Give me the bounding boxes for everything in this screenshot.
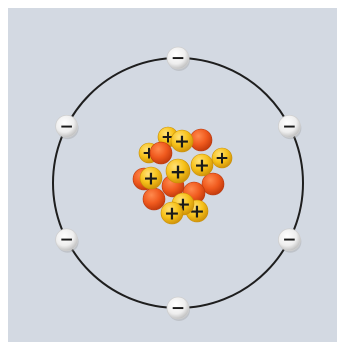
electron: − xyxy=(278,115,301,139)
electron: − xyxy=(56,229,79,253)
neutron xyxy=(190,129,212,151)
electron-minus-sign: − xyxy=(171,49,185,69)
proton: + xyxy=(212,148,232,169)
atom-diagram-panel: ++++++++++ − − − − − − xyxy=(8,8,337,342)
electron-minus-sign: − xyxy=(282,230,296,250)
proton-plus-sign: + xyxy=(143,168,159,190)
electron: − xyxy=(56,115,79,139)
electron-minus-sign: − xyxy=(59,230,73,250)
electron: − xyxy=(167,47,190,71)
electron-minus-sign: − xyxy=(282,117,296,137)
electron: − xyxy=(278,229,301,253)
electron-minus-sign: − xyxy=(59,117,73,137)
nucleus: ++++++++++ xyxy=(133,127,232,225)
atom-diagram: ++++++++++ − − − − − − xyxy=(8,8,337,342)
proton: + xyxy=(140,167,162,190)
proton: + xyxy=(171,130,193,153)
electron-minus-sign: − xyxy=(171,299,185,319)
proton-plus-sign: + xyxy=(170,160,187,184)
proton: + xyxy=(191,154,213,177)
proton: + xyxy=(161,202,183,225)
proton-plus-sign: + xyxy=(174,131,190,153)
neutron xyxy=(143,188,165,210)
proton-plus-sign: + xyxy=(164,203,180,225)
proton: + xyxy=(166,159,190,184)
proton-plus-sign: + xyxy=(215,149,229,169)
electron: − xyxy=(167,297,190,321)
proton-plus-sign: + xyxy=(194,155,210,177)
